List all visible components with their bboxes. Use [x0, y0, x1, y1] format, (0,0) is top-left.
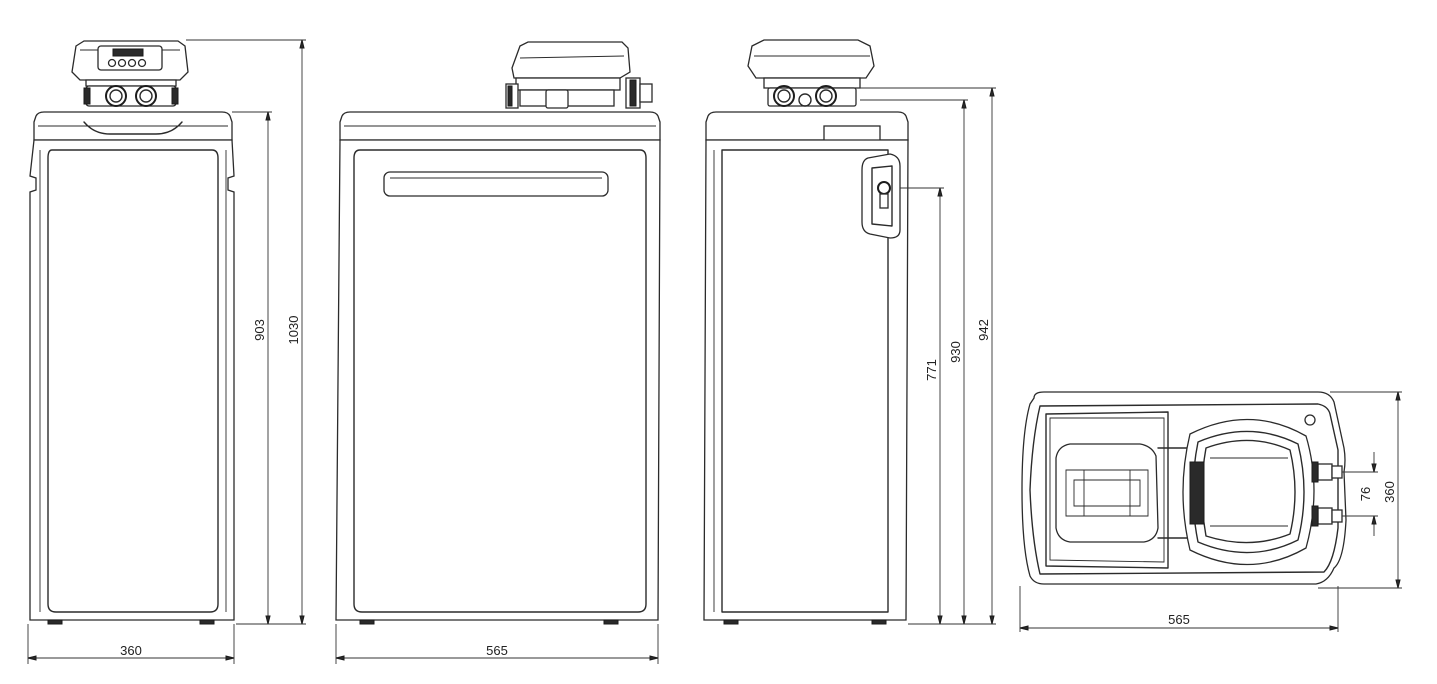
dim-front-width: 360: [120, 643, 142, 658]
dim-front-body-height: 903: [252, 319, 267, 341]
rear-cabinet-lid: [705, 111, 909, 147]
rear-cabinet-body: [703, 139, 909, 625]
front-cabinet-body: [29, 139, 235, 625]
side-valve-head: [505, 41, 653, 109]
dim-side-width: 565: [486, 643, 508, 658]
dim-outlet-height: 771: [924, 359, 939, 381]
front-valve-head: [71, 40, 189, 107]
dim-top-width: 565: [1168, 612, 1190, 627]
dim-valve-height: 942: [976, 319, 991, 341]
dim-port-spacing: 76: [1358, 487, 1373, 501]
front-cabinet-lid: [33, 111, 233, 141]
side-cabinet-lid: [339, 111, 661, 141]
side-view: [335, 41, 661, 625]
dim-inlet-height: 930: [948, 341, 963, 363]
dimension-labels: 360 903 1030 565 771 930 942 565 360 76: [120, 316, 1397, 658]
dim-front-total-height: 1030: [286, 316, 301, 345]
front-view: [29, 40, 235, 625]
top-view: [1021, 391, 1347, 585]
rear-valve-head: [747, 39, 875, 107]
dim-top-depth: 360: [1382, 481, 1397, 503]
side-cabinet-body: [335, 139, 661, 625]
dimension-lines: [27, 39, 1402, 664]
rear-view: [703, 39, 909, 625]
